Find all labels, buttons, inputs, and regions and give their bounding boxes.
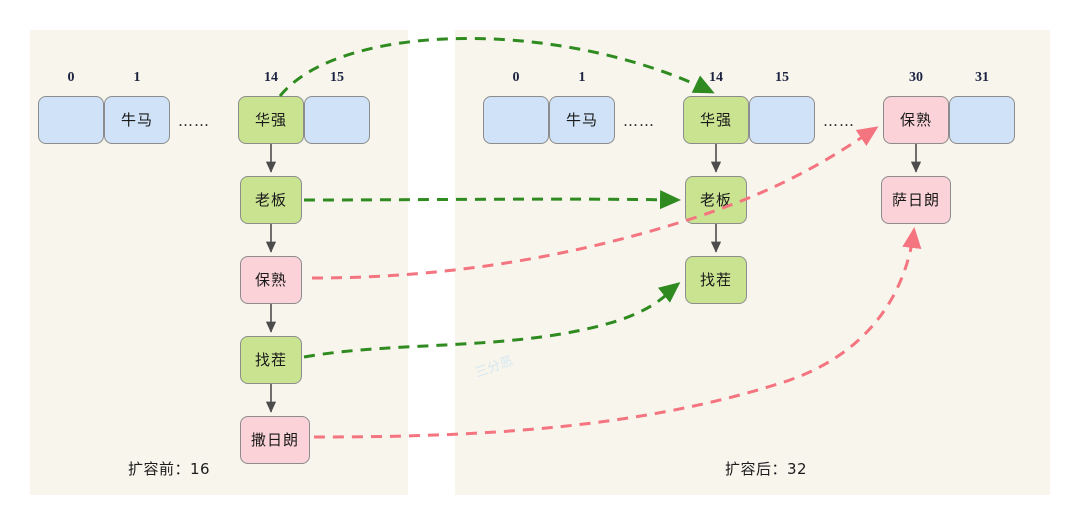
after-capacity-caption: 扩容后：32 [725,460,808,478]
before-chain-node-老板[interactable]: 老板 [240,176,302,224]
before-slot-1[interactable]: 牛马 [104,96,170,144]
before-slot-0[interactable] [38,96,104,144]
before-slot-15[interactable] [304,96,370,144]
after-slot-1[interactable]: 牛马 [549,96,615,144]
after-slot-14[interactable]: 华强 [683,96,749,144]
before-slot-14[interactable]: 华强 [238,96,304,144]
before-index-0: 0 [67,70,75,85]
before-index-14: 14 [264,70,278,85]
after-index-15: 15 [775,70,789,85]
after-slot-15[interactable] [749,96,815,144]
after-slot-0[interactable] [483,96,549,144]
after-slot-31[interactable] [949,96,1015,144]
after-index-0: 0 [512,70,520,85]
before-chain-node-保熟[interactable]: 保熟 [240,256,302,304]
after-slot-ellipsis-1: …… [623,112,655,130]
after-index-30: 30 [909,70,923,85]
after-slot-30[interactable]: 保熟 [883,96,949,144]
after-index-1: 1 [578,70,586,85]
before-chain-node-找茬[interactable]: 找茬 [240,336,302,384]
after-low-chain-node-找茬[interactable]: 找茬 [685,256,747,304]
before-index-1: 1 [133,70,141,85]
after-high-chain-node-萨日朗[interactable]: 萨日朗 [881,176,951,224]
after-index-14: 14 [709,70,723,85]
before-index-15: 15 [330,70,344,85]
before-capacity-caption: 扩容前：16 [128,460,211,478]
after-low-chain-node-老板[interactable]: 老板 [685,176,747,224]
after-index-31: 31 [975,70,989,85]
before-chain-node-撒日朗[interactable]: 撒日朗 [240,416,310,464]
after-slot-ellipsis-2: …… [823,112,855,130]
before-slot-ellipsis: …… [178,112,210,130]
